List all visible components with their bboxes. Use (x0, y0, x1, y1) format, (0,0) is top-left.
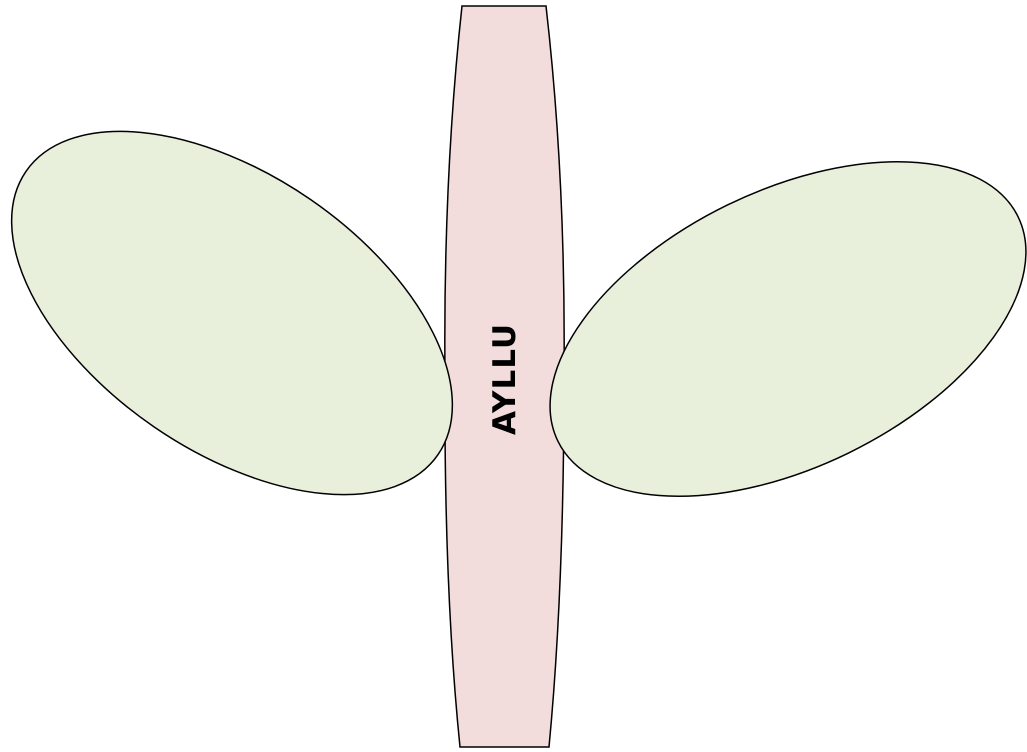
right-leaf (497, 93, 1027, 566)
stem-label: AYLLU (487, 323, 523, 435)
left-leaf (0, 58, 516, 569)
